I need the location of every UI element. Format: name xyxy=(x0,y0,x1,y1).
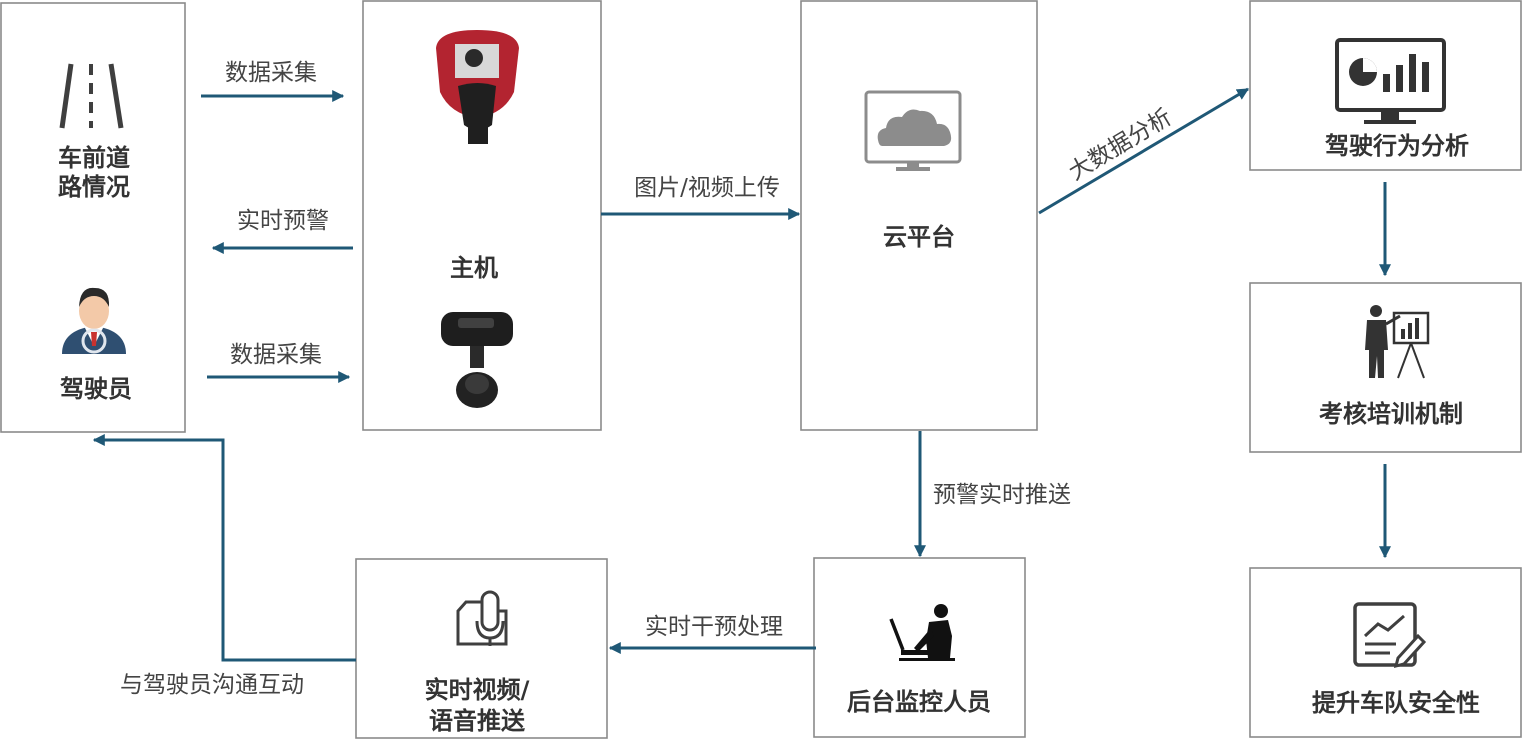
arrow-bigdata xyxy=(1038,87,1250,215)
analytics-monitor-icon xyxy=(1335,38,1446,124)
camera-microphone-icon xyxy=(456,590,508,646)
driver-avatar-icon xyxy=(62,287,126,354)
report-chart-icon xyxy=(1353,602,1427,669)
behavior-label: 驾驶行为分析 xyxy=(1325,132,1469,160)
label-bigdata: 大数据分析 xyxy=(1064,104,1176,186)
label-collect-road: 数据采集 xyxy=(225,60,317,86)
realtime-box xyxy=(355,558,608,739)
mounted-camera-icon xyxy=(441,312,513,408)
driver-label: 驾驶员 xyxy=(60,375,132,403)
operator-laptop-icon xyxy=(889,604,955,661)
arrow-interact xyxy=(92,434,356,662)
realtime-label-line1: 实时视频/ xyxy=(425,676,530,704)
road-lanes-icon xyxy=(59,63,124,129)
cloud-monitor-icon xyxy=(864,90,962,171)
label-collect-driver: 数据采集 xyxy=(230,342,322,368)
dashcam-icon xyxy=(436,30,519,144)
safety-label: 提升车队安全性 xyxy=(1312,689,1480,717)
label-intervene: 实时干预处理 xyxy=(645,614,783,640)
training-box xyxy=(1249,282,1522,453)
host-label: 主机 xyxy=(450,254,498,282)
cloud-label: 云平台 xyxy=(883,223,955,251)
label-upload: 图片/视频上传 xyxy=(634,175,780,201)
road-label-line1: 车前道 xyxy=(58,144,130,172)
training-label: 考核培训机制 xyxy=(1319,400,1463,428)
realtime-label-line2: 语音推送 xyxy=(429,707,526,735)
label-warning: 实时预警 xyxy=(237,208,329,234)
cloud-box xyxy=(800,0,1038,431)
presenter-icon xyxy=(1365,305,1430,379)
label-interact: 与驾驶员沟通互动 xyxy=(120,672,304,698)
label-push: 预警实时推送 xyxy=(933,482,1071,508)
monitor-label: 后台监控人员 xyxy=(847,688,991,716)
road-label-line2: 路情况 xyxy=(58,173,130,201)
